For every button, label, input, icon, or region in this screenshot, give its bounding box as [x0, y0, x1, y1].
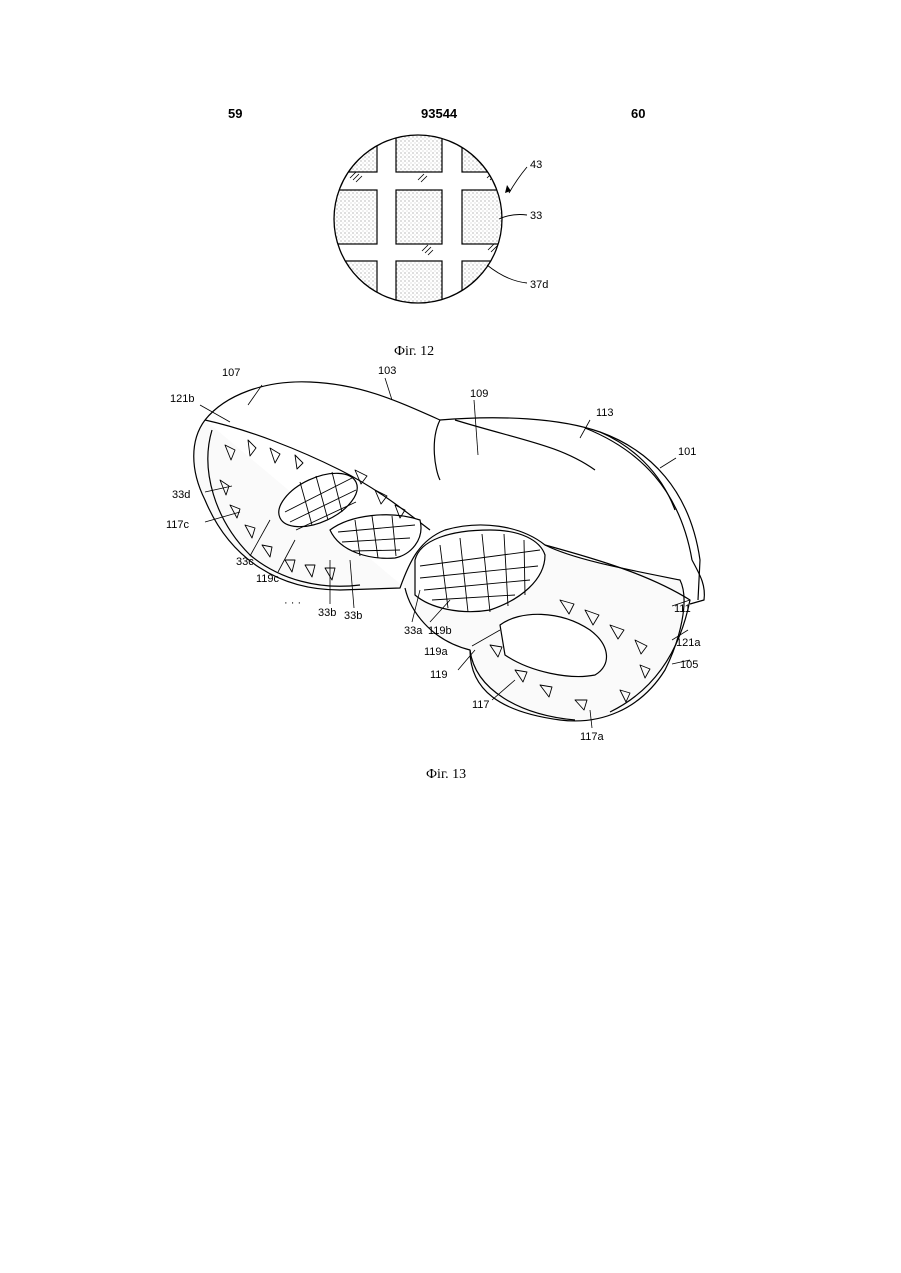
label-119: 119 — [430, 669, 448, 681]
label-111: 111 — [674, 603, 691, 615]
label-43: 43 — [530, 159, 542, 171]
fig12-detail: 43 33 37d — [300, 130, 548, 310]
label-107: 107 — [222, 367, 240, 379]
label-119c: 119c — [256, 573, 280, 585]
label-101: 101 — [678, 446, 696, 458]
label-33b-1: 33b — [318, 607, 336, 619]
label-33d: 33d — [172, 489, 190, 501]
label-117a: 117a — [580, 731, 605, 743]
figure-12-caption: Фіг. 12 — [394, 344, 434, 360]
label-33a: 33a — [404, 625, 423, 637]
label-119a: 119a — [424, 646, 449, 658]
label-109: 109 — [470, 388, 488, 400]
label-121b: 121b — [170, 393, 194, 405]
label-117: 117 — [472, 699, 490, 711]
label-33b-2: 33b — [344, 610, 362, 622]
label-37d: 37d — [530, 279, 548, 291]
label-33: 33 — [530, 210, 542, 222]
label-ellipsis: · · · — [284, 597, 301, 609]
label-103: 103 — [378, 365, 396, 377]
fig13-shoe — [194, 378, 705, 728]
label-105: 105 — [680, 659, 698, 671]
figure-13-caption: Фіг. 13 — [426, 767, 466, 783]
label-121a: 121a — [676, 637, 701, 649]
label-117c: 117c — [166, 519, 190, 531]
label-33c: 33c — [236, 556, 254, 568]
label-119b: 119b — [428, 625, 452, 637]
label-113: 113 — [596, 407, 614, 419]
